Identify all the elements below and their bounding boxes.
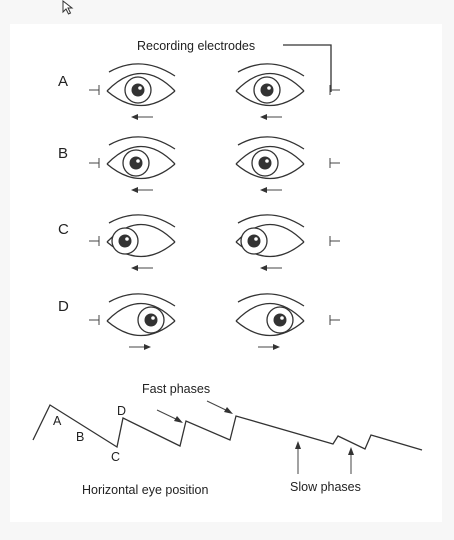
trace-label-b: B xyxy=(76,430,84,444)
electrode-icon xyxy=(89,315,100,325)
direction-arrow-icon xyxy=(260,265,282,271)
eye-icon xyxy=(106,293,176,337)
row-letter-c: C xyxy=(58,221,69,238)
slow-phase-arrow xyxy=(348,447,354,474)
trace-label-a: A xyxy=(53,414,62,428)
electrode-icon xyxy=(329,315,340,325)
fast-phases-label: Fast phases xyxy=(142,382,210,396)
recording-electrodes-leader xyxy=(283,44,332,92)
direction-arrow-icon xyxy=(260,114,282,120)
direction-arrow-icon xyxy=(129,344,151,350)
electrode-icon xyxy=(329,158,340,168)
trace-label-c: C xyxy=(111,450,120,464)
eye-icon xyxy=(235,214,305,258)
electrode-icon xyxy=(329,85,340,95)
electrode-icon xyxy=(89,85,100,95)
row-letter-d: D xyxy=(58,298,69,315)
direction-arrow-icon xyxy=(131,114,153,120)
electrode-icon xyxy=(329,236,340,246)
figure-panel xyxy=(10,24,442,522)
direction-arrow-icon xyxy=(258,344,280,350)
eye-icon xyxy=(235,136,305,180)
eye-icon xyxy=(235,293,305,337)
trace-label-d: D xyxy=(117,404,126,418)
eye-icon xyxy=(106,63,176,107)
electrode-icon xyxy=(89,236,100,246)
mouse-pointer-icon xyxy=(62,0,74,15)
eye-icon xyxy=(106,136,176,180)
row-letter-b: B xyxy=(58,145,68,162)
eye-icon xyxy=(106,214,176,258)
direction-arrow-icon xyxy=(131,265,153,271)
fast-phase-arrow xyxy=(156,409,183,423)
slow-phases-label: Slow phases xyxy=(290,480,361,494)
direction-arrow-icon xyxy=(131,187,153,193)
slow-phase-arrow xyxy=(295,441,301,474)
eye-icon xyxy=(235,63,305,107)
eye-position-trace xyxy=(32,404,423,451)
electrode-icon xyxy=(89,158,100,168)
direction-arrow-icon xyxy=(260,187,282,193)
horizontal-eye-position-label: Horizontal eye position xyxy=(82,483,209,497)
fast-phase-arrow xyxy=(206,400,233,414)
row-letter-a: A xyxy=(58,73,68,90)
recording-electrodes-label: Recording electrodes xyxy=(137,39,255,53)
